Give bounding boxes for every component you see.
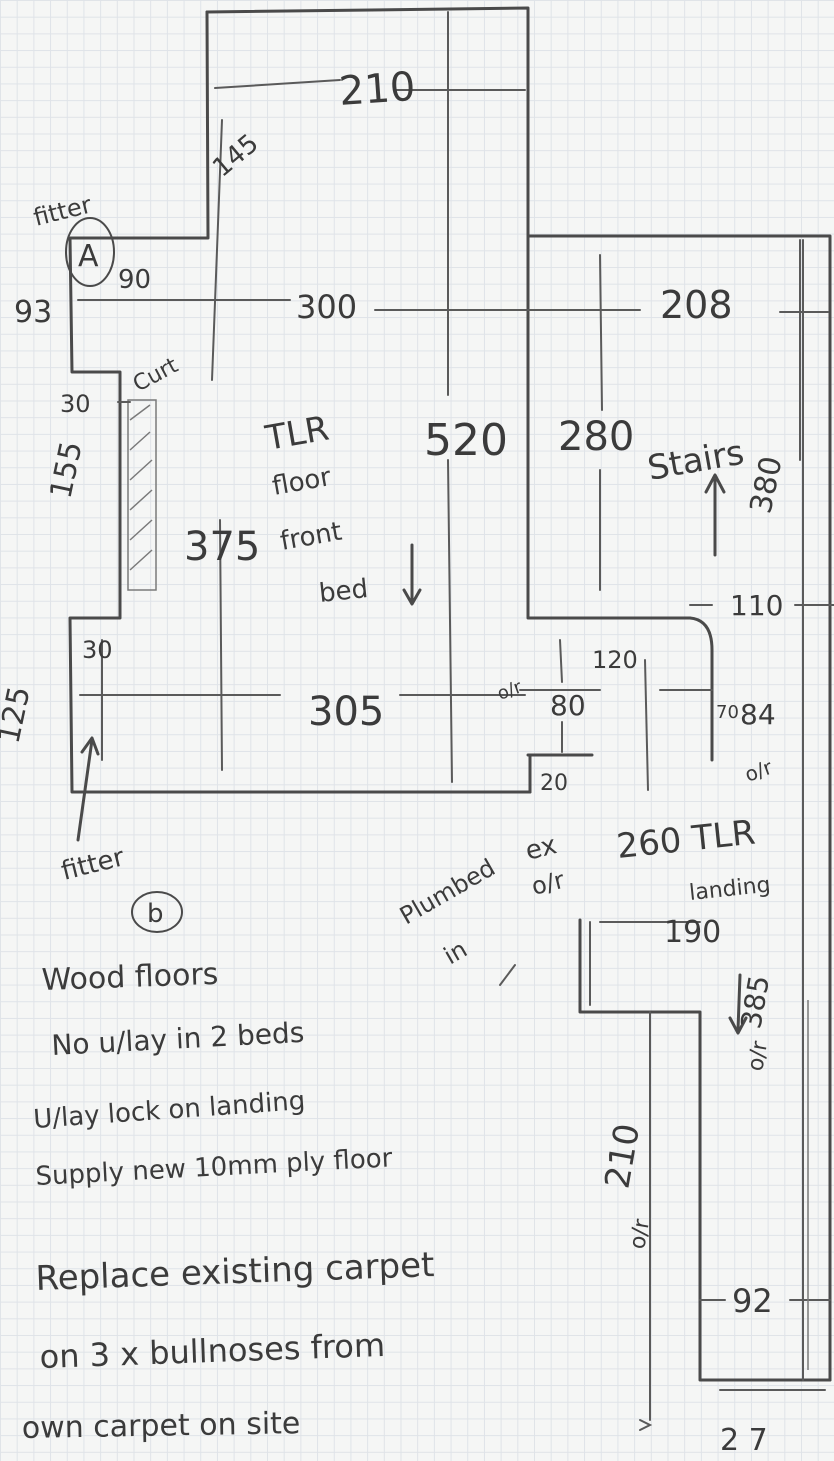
or-label-c: o/r bbox=[743, 1038, 773, 1073]
dim-30-bottom: 30 bbox=[82, 636, 113, 664]
landing-outline bbox=[578, 918, 832, 1382]
fitter-a-circle bbox=[65, 217, 115, 287]
bedroom-note-3: front bbox=[278, 517, 344, 557]
dim-280: 280 bbox=[558, 414, 634, 460]
dim-125: 125 bbox=[0, 683, 38, 746]
stairs-label: Stairs bbox=[645, 433, 747, 489]
dim-92: 92 bbox=[732, 1282, 773, 1320]
bullnose-curve bbox=[688, 616, 714, 762]
dim-93: 93 bbox=[14, 295, 52, 330]
bedroom-note-2: floor bbox=[270, 462, 334, 502]
dim-20: 20 bbox=[540, 771, 568, 796]
fitter-b-badge: b bbox=[147, 899, 164, 929]
dim-375: 375 bbox=[184, 524, 260, 570]
dim-120: 120 bbox=[592, 646, 638, 674]
ex-label-2: o/r bbox=[529, 866, 568, 901]
dim-155: 155 bbox=[44, 438, 90, 501]
landing-label-2: landing bbox=[688, 873, 772, 906]
dim-300: 300 bbox=[296, 288, 357, 326]
dim-84: 84 bbox=[740, 698, 776, 731]
note-line: on 3 x bullnoses from bbox=[39, 1326, 386, 1376]
dim-30-top: 30 bbox=[60, 390, 91, 418]
dim-80: 80 bbox=[550, 689, 586, 722]
landing-label-1: 260 TLR bbox=[615, 813, 757, 867]
dim-210-top: 210 bbox=[337, 64, 416, 115]
or-label-b: o/r bbox=[742, 755, 776, 787]
dim-380: 380 bbox=[744, 453, 790, 516]
note-line: Replace existing carpet bbox=[35, 1245, 435, 1299]
dimension-lines bbox=[77, 11, 834, 1370]
curtain-label: Curt bbox=[129, 353, 183, 397]
fitter-a-badge: A bbox=[78, 239, 99, 274]
inner-wall bbox=[526, 234, 692, 620]
note-line: No u/lay in 2 beds bbox=[51, 1016, 305, 1062]
ex-label-1: ex bbox=[522, 830, 559, 867]
plumbing-label-1: Plumbed bbox=[395, 853, 500, 930]
dim-190: 190 bbox=[664, 915, 721, 950]
arrows bbox=[76, 401, 748, 1431]
dim-90: 90 bbox=[118, 265, 151, 295]
dim-27: 2 7 bbox=[720, 1423, 768, 1458]
plumbing-label-2: in bbox=[439, 935, 472, 970]
fitter-b-circle bbox=[131, 891, 183, 933]
fitter-b-arrow bbox=[76, 738, 94, 842]
bedroom-note-4: bed bbox=[318, 574, 370, 609]
dim-208: 208 bbox=[660, 283, 733, 327]
dim-110: 110 bbox=[730, 589, 783, 622]
notes-block: Wood floors No u/lay in 2 beds U/lay loc… bbox=[22, 957, 435, 1446]
fitter-a-label: fitter bbox=[31, 190, 95, 231]
landing-down-arrow bbox=[736, 973, 742, 1032]
note-line: Wood floors bbox=[41, 957, 219, 998]
note-line: own carpet on site bbox=[22, 1406, 301, 1446]
bedroom-left-wall bbox=[68, 10, 532, 794]
curtain-hatch bbox=[127, 399, 157, 591]
floor-plan-walls bbox=[68, 6, 832, 1421]
dim-305: 305 bbox=[308, 689, 384, 735]
fitter-b-label: fitter bbox=[58, 842, 127, 887]
or-label-a: o/r bbox=[495, 676, 526, 704]
dim-70: 70 bbox=[716, 702, 739, 723]
dim-210-bottom: 210 bbox=[597, 1121, 648, 1192]
dim-145: 145 bbox=[207, 128, 264, 183]
bedroom-note-1: TLR bbox=[262, 408, 332, 459]
note-line: U/lay lock on landing bbox=[32, 1086, 306, 1135]
drop-arrow bbox=[639, 1419, 653, 1431]
note-line: Supply new 10mm ply floor bbox=[35, 1143, 394, 1192]
dim-520: 520 bbox=[424, 415, 508, 466]
or-label-d: o/r bbox=[625, 1216, 655, 1251]
